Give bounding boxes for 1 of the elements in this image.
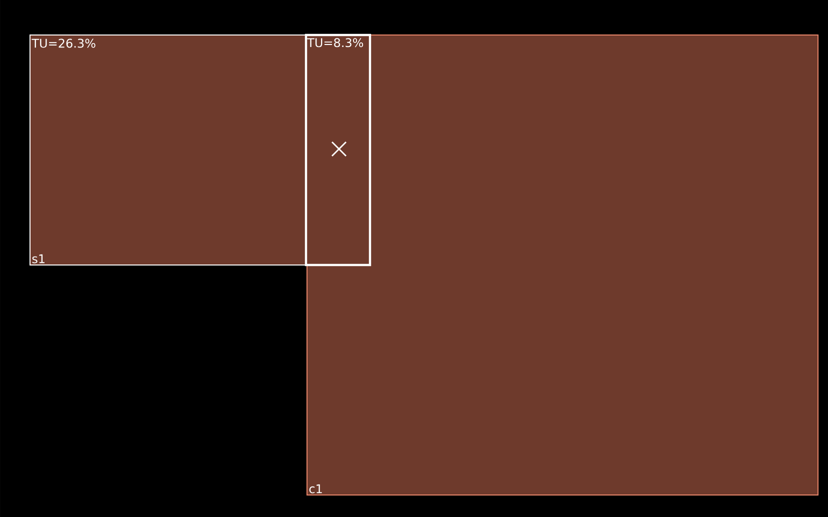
region-box: TU=8.3% <box>304 34 372 266</box>
